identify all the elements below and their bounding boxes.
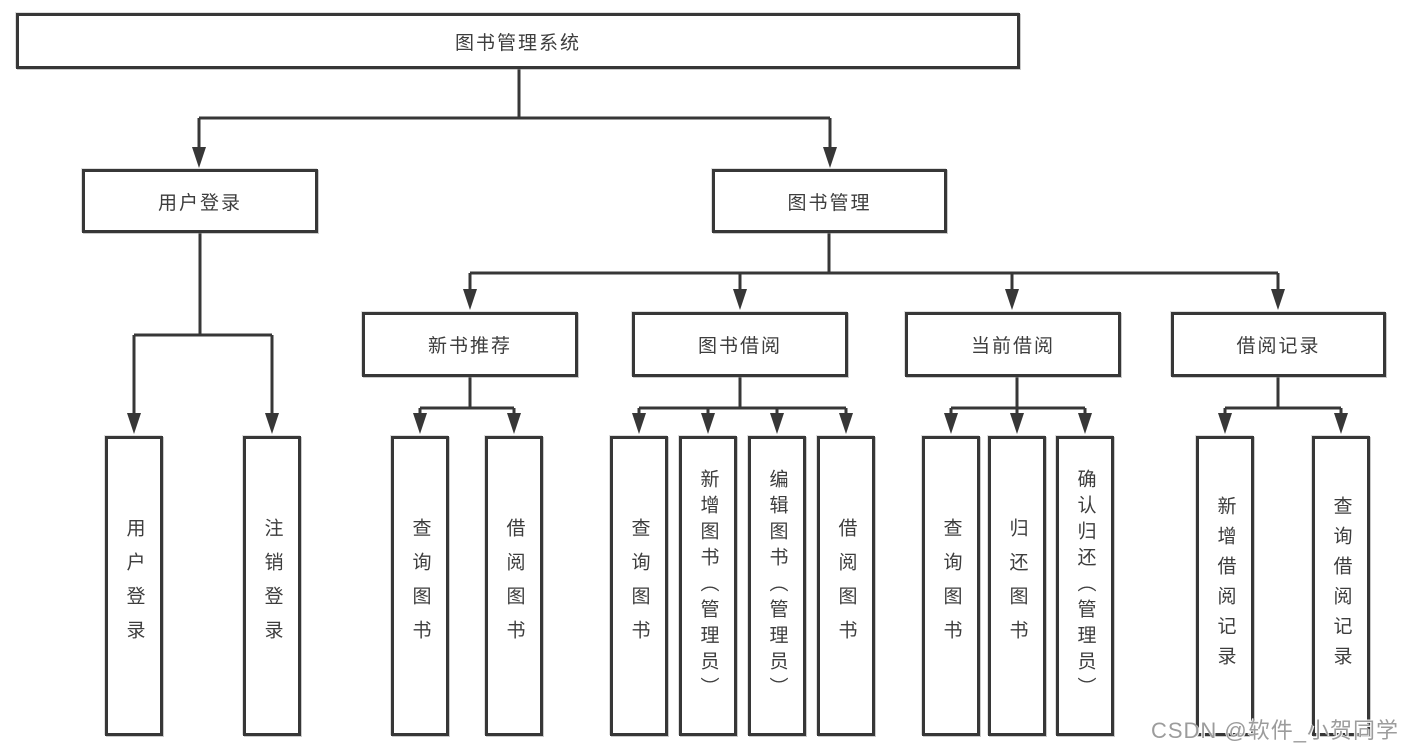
- node-label: 图书借阅: [697, 336, 782, 357]
- node-new-book-recommendation: 新书推荐: [362, 312, 578, 377]
- node-label: 查询借阅记录: [1330, 496, 1352, 676]
- node-label: 确认归还（管理员）: [1074, 469, 1096, 703]
- node-label: 新增借阅记录: [1214, 496, 1236, 676]
- node-label: 新增图书（管理员）: [697, 469, 719, 703]
- node-label: 用户登录: [157, 192, 242, 214]
- node-user-login: 用户登录: [82, 169, 318, 233]
- node-label: 查询图书: [409, 518, 431, 654]
- node-label: 注销登录: [261, 518, 283, 654]
- node-current-borrowing: 当前借阅: [905, 312, 1121, 377]
- leaf-logout: 注销登录: [243, 436, 301, 736]
- node-label: 借阅图书: [503, 518, 525, 654]
- node-label: 查询图书: [628, 518, 650, 654]
- node-book-borrowing: 图书借阅: [632, 312, 848, 377]
- leaf-add-borrow-record: 新增借阅记录: [1196, 436, 1254, 736]
- node-book-management-system: 图书管理系统: [16, 13, 1020, 69]
- leaf-add-book-admin: 新增图书（管理员）: [679, 436, 737, 736]
- csdn-watermark: CSDN @软件_小贺同学: [1150, 718, 1399, 743]
- node-label: 编辑图书（管理员）: [766, 469, 788, 703]
- node-label: 新书推荐: [427, 336, 512, 357]
- node-label: 图书管理系统: [454, 32, 581, 54]
- node-book-management: 图书管理: [712, 169, 947, 233]
- node-label: 查询图书: [940, 518, 962, 654]
- node-label: 当前借阅: [970, 336, 1055, 357]
- node-label: 用户登录: [123, 518, 145, 654]
- node-label: 图书管理: [787, 192, 872, 214]
- leaf-query-books-1: 查询图书: [391, 436, 449, 736]
- leaf-confirm-return-admin: 确认归还（管理员）: [1056, 436, 1114, 736]
- arrowheads: [127, 147, 1348, 434]
- leaf-query-books-2: 查询图书: [610, 436, 668, 736]
- leaf-query-borrow-record: 查询借阅记录: [1312, 436, 1370, 736]
- leaf-borrow-books-2: 借阅图书: [817, 436, 875, 736]
- leaf-edit-book-admin: 编辑图书（管理员）: [748, 436, 806, 736]
- node-label: 借阅图书: [835, 518, 857, 654]
- leaf-query-books-3: 查询图书: [922, 436, 980, 736]
- node-borrowing-records: 借阅记录: [1171, 312, 1386, 377]
- node-label: 借阅记录: [1236, 336, 1321, 357]
- leaf-borrow-books-1: 借阅图书: [485, 436, 543, 736]
- leaf-return-book: 归还图书: [988, 436, 1046, 736]
- node-label: 归还图书: [1006, 518, 1028, 654]
- leaf-user-login: 用户登录: [105, 436, 163, 736]
